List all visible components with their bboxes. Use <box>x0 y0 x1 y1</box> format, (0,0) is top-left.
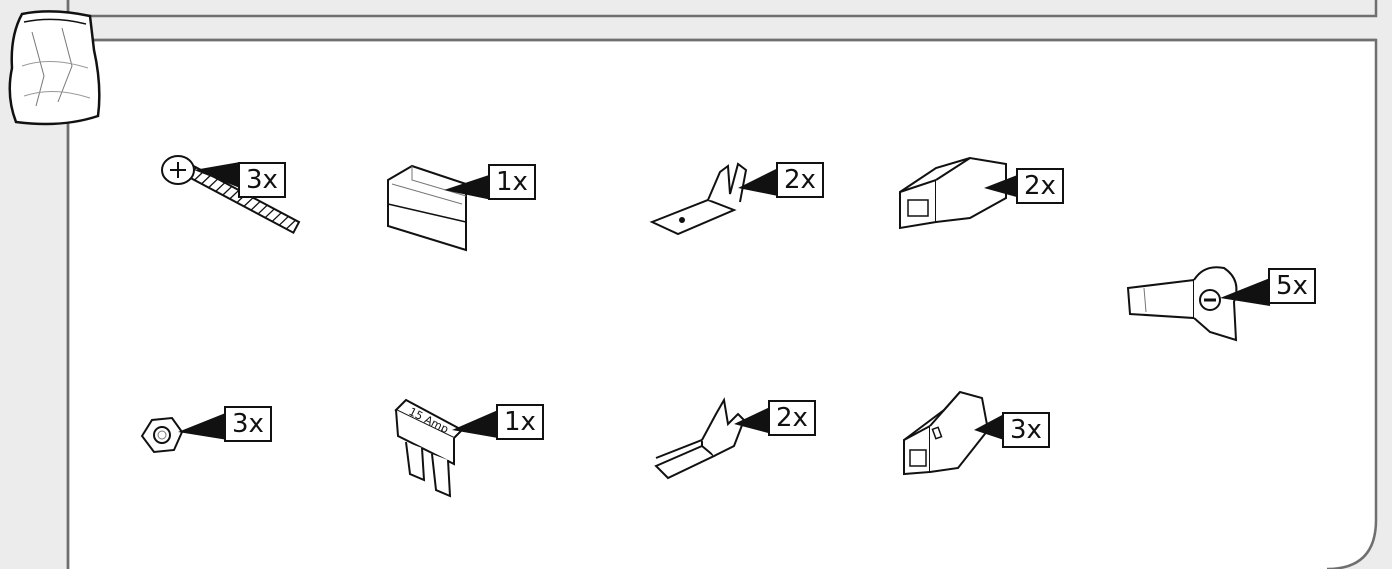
flat-plug-connector-qty-label: 2x <box>1016 168 1064 204</box>
hex-nut-icon <box>140 412 228 454</box>
connector-housing-qty-label: 1x <box>488 164 536 200</box>
splice-connector-qty-label: 5x <box>1268 268 1316 304</box>
part-flat-plug-connector: 2x <box>896 154 1086 234</box>
screw-icon <box>161 155 301 235</box>
parts-bag-icon <box>8 10 101 126</box>
female-terminal-qty-label: 2x <box>768 400 816 436</box>
socket-connector-qty-label: 3x <box>1002 412 1050 448</box>
part-splice-connector: 5x <box>1124 262 1324 352</box>
part-socket-connector: 3x <box>900 384 1080 484</box>
hex-nut-qty-label: 3x <box>224 406 272 442</box>
part-screw: 3x <box>120 150 310 290</box>
part-female-terminal: 2x <box>650 394 830 486</box>
connector-housing-icon <box>387 164 492 252</box>
female-terminal-icon <box>654 397 772 480</box>
splice-connector-icon <box>1126 266 1270 342</box>
blade-fuse-qty-label: 1x <box>496 404 544 440</box>
male-terminal-icon <box>649 162 778 236</box>
part-male-terminal: 2x <box>648 152 838 242</box>
male-terminal-qty-label: 2x <box>776 162 824 198</box>
blade-fuse-icon: 15 Amp <box>394 398 498 498</box>
part-blade-fuse: 15 Amp 1x <box>390 396 560 502</box>
part-hex-nut: 3x <box>134 402 294 472</box>
socket-connector-icon <box>903 390 1004 476</box>
screw-qty-label: 3x <box>238 162 286 198</box>
part-connector-housing: 1x <box>382 160 552 260</box>
flat-plug-connector-icon <box>899 156 1020 230</box>
